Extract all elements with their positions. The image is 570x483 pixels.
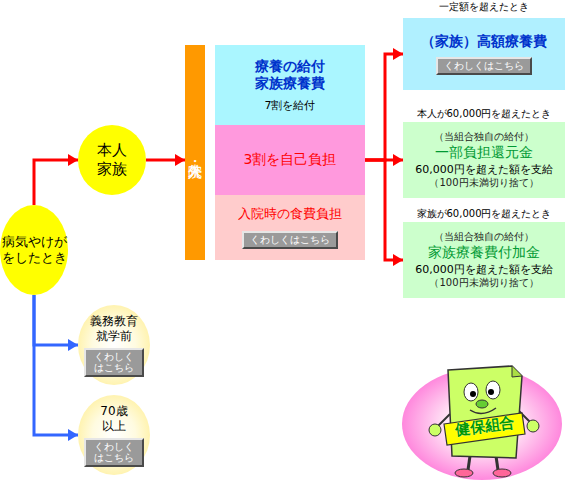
button-text: くわしく はこちら: [92, 441, 136, 464]
node-text: 入院時の食費負担: [238, 206, 342, 222]
mascot-eye: [486, 381, 500, 399]
meal-box: 入院時の食費負担くわしくはこちら: [215, 195, 365, 260]
detail-button: くわしく はこちら: [84, 348, 144, 377]
ellipse-fill: [78, 395, 150, 475]
node-text: （100円未満切り捨て）: [429, 277, 538, 290]
start-circle: 病気やけが をしたとき: [0, 205, 68, 295]
mascot-mouth: [470, 408, 496, 414]
node-text: 7割を給付: [265, 99, 316, 113]
detail-button: くわしくはこちら: [436, 57, 532, 75]
button-text: くわしくはこちら: [444, 60, 524, 72]
node-text: 療養の給付 家族療養費: [250, 58, 330, 93]
mascot-hand: [429, 424, 441, 436]
benefit-box: 療養の給付 家族療養費 7割を給付: [215, 45, 365, 125]
mascot-eye: [464, 383, 478, 401]
mascot-body: [448, 366, 522, 458]
flow-arrow: [34, 160, 78, 205]
visit-band: 外来・入院: [185, 45, 205, 260]
detail-button: くわしく はこちら: [84, 438, 144, 467]
button-text: くわしく はこちら: [92, 351, 136, 374]
person-circle: 本人 家族: [78, 125, 146, 195]
node-text: 本人 家族: [92, 141, 132, 179]
flow-arrow: [365, 54, 403, 160]
flow-arrow: [146, 159, 185, 162]
node-text: 一部負担還元金: [435, 144, 533, 162]
mascot-hand: [527, 420, 539, 432]
refund-box: 本人が60,000円を超えたとき（当組合独自の給付）一部負担還元金60,000円…: [403, 122, 565, 198]
preschool-circle: 義務教育 就学前くわしく はこちら: [78, 305, 150, 385]
mascot-shoe: [493, 469, 511, 477]
node-text: （当組合独自の給付）: [434, 131, 534, 144]
node-text: 60,000円を超えた額を支給: [415, 163, 553, 177]
node-text: 70歳 以上: [94, 404, 134, 434]
mascot-shoe: [455, 469, 473, 477]
node-text: （家族）高額療養費: [421, 33, 547, 51]
mascot-nose: [476, 400, 488, 408]
ellipse-fill: [0, 205, 68, 295]
flow-arrow: [365, 160, 403, 260]
elderly-circle: 70歳 以上くわしく はこちら: [78, 395, 150, 475]
mascot-corner: [512, 366, 522, 377]
high-cost-box: 一定額を超えたとき（家族）高額療養費くわしくはこちら: [403, 18, 565, 90]
mascot-pupil: [470, 391, 476, 397]
node-text: 60,000円を超えた額を支給: [415, 263, 553, 277]
node-text: 3割を自己負担: [244, 151, 337, 169]
mascot-pupil: [488, 389, 494, 395]
mascot-leg: [468, 456, 470, 470]
node-text: （当組合独自の給付）: [434, 231, 534, 244]
node-text: 病気やけが をしたとき: [1, 234, 67, 267]
button-text: くわしくはこちら: [250, 234, 330, 246]
detail-button: くわしくはこちら: [242, 231, 338, 249]
condition-heading: 本人が60,000円を超えたとき: [403, 108, 565, 121]
flow-arrow: [365, 159, 403, 162]
node-text: 家族療養費付加金: [428, 244, 540, 262]
ellipse-fill: [78, 125, 146, 195]
ellipse-fill: [78, 305, 150, 385]
condition-heading: 家族が60,000円を超えたとき: [403, 208, 565, 221]
condition-heading: 一定額を超えたとき: [403, 1, 565, 14]
flow-arrow: [34, 295, 78, 345]
mascot-belt: [444, 413, 525, 445]
node-text: 義務教育 就学前: [88, 314, 140, 344]
node-text: （100円未満切り捨て）: [429, 177, 538, 190]
copay-box: 3割を自己負担: [215, 125, 365, 195]
family-extra-box: 家族が60,000円を超えたとき（当組合独自の給付）家族療養費付加金60,000…: [403, 222, 565, 298]
flow-arrow: [34, 295, 78, 435]
